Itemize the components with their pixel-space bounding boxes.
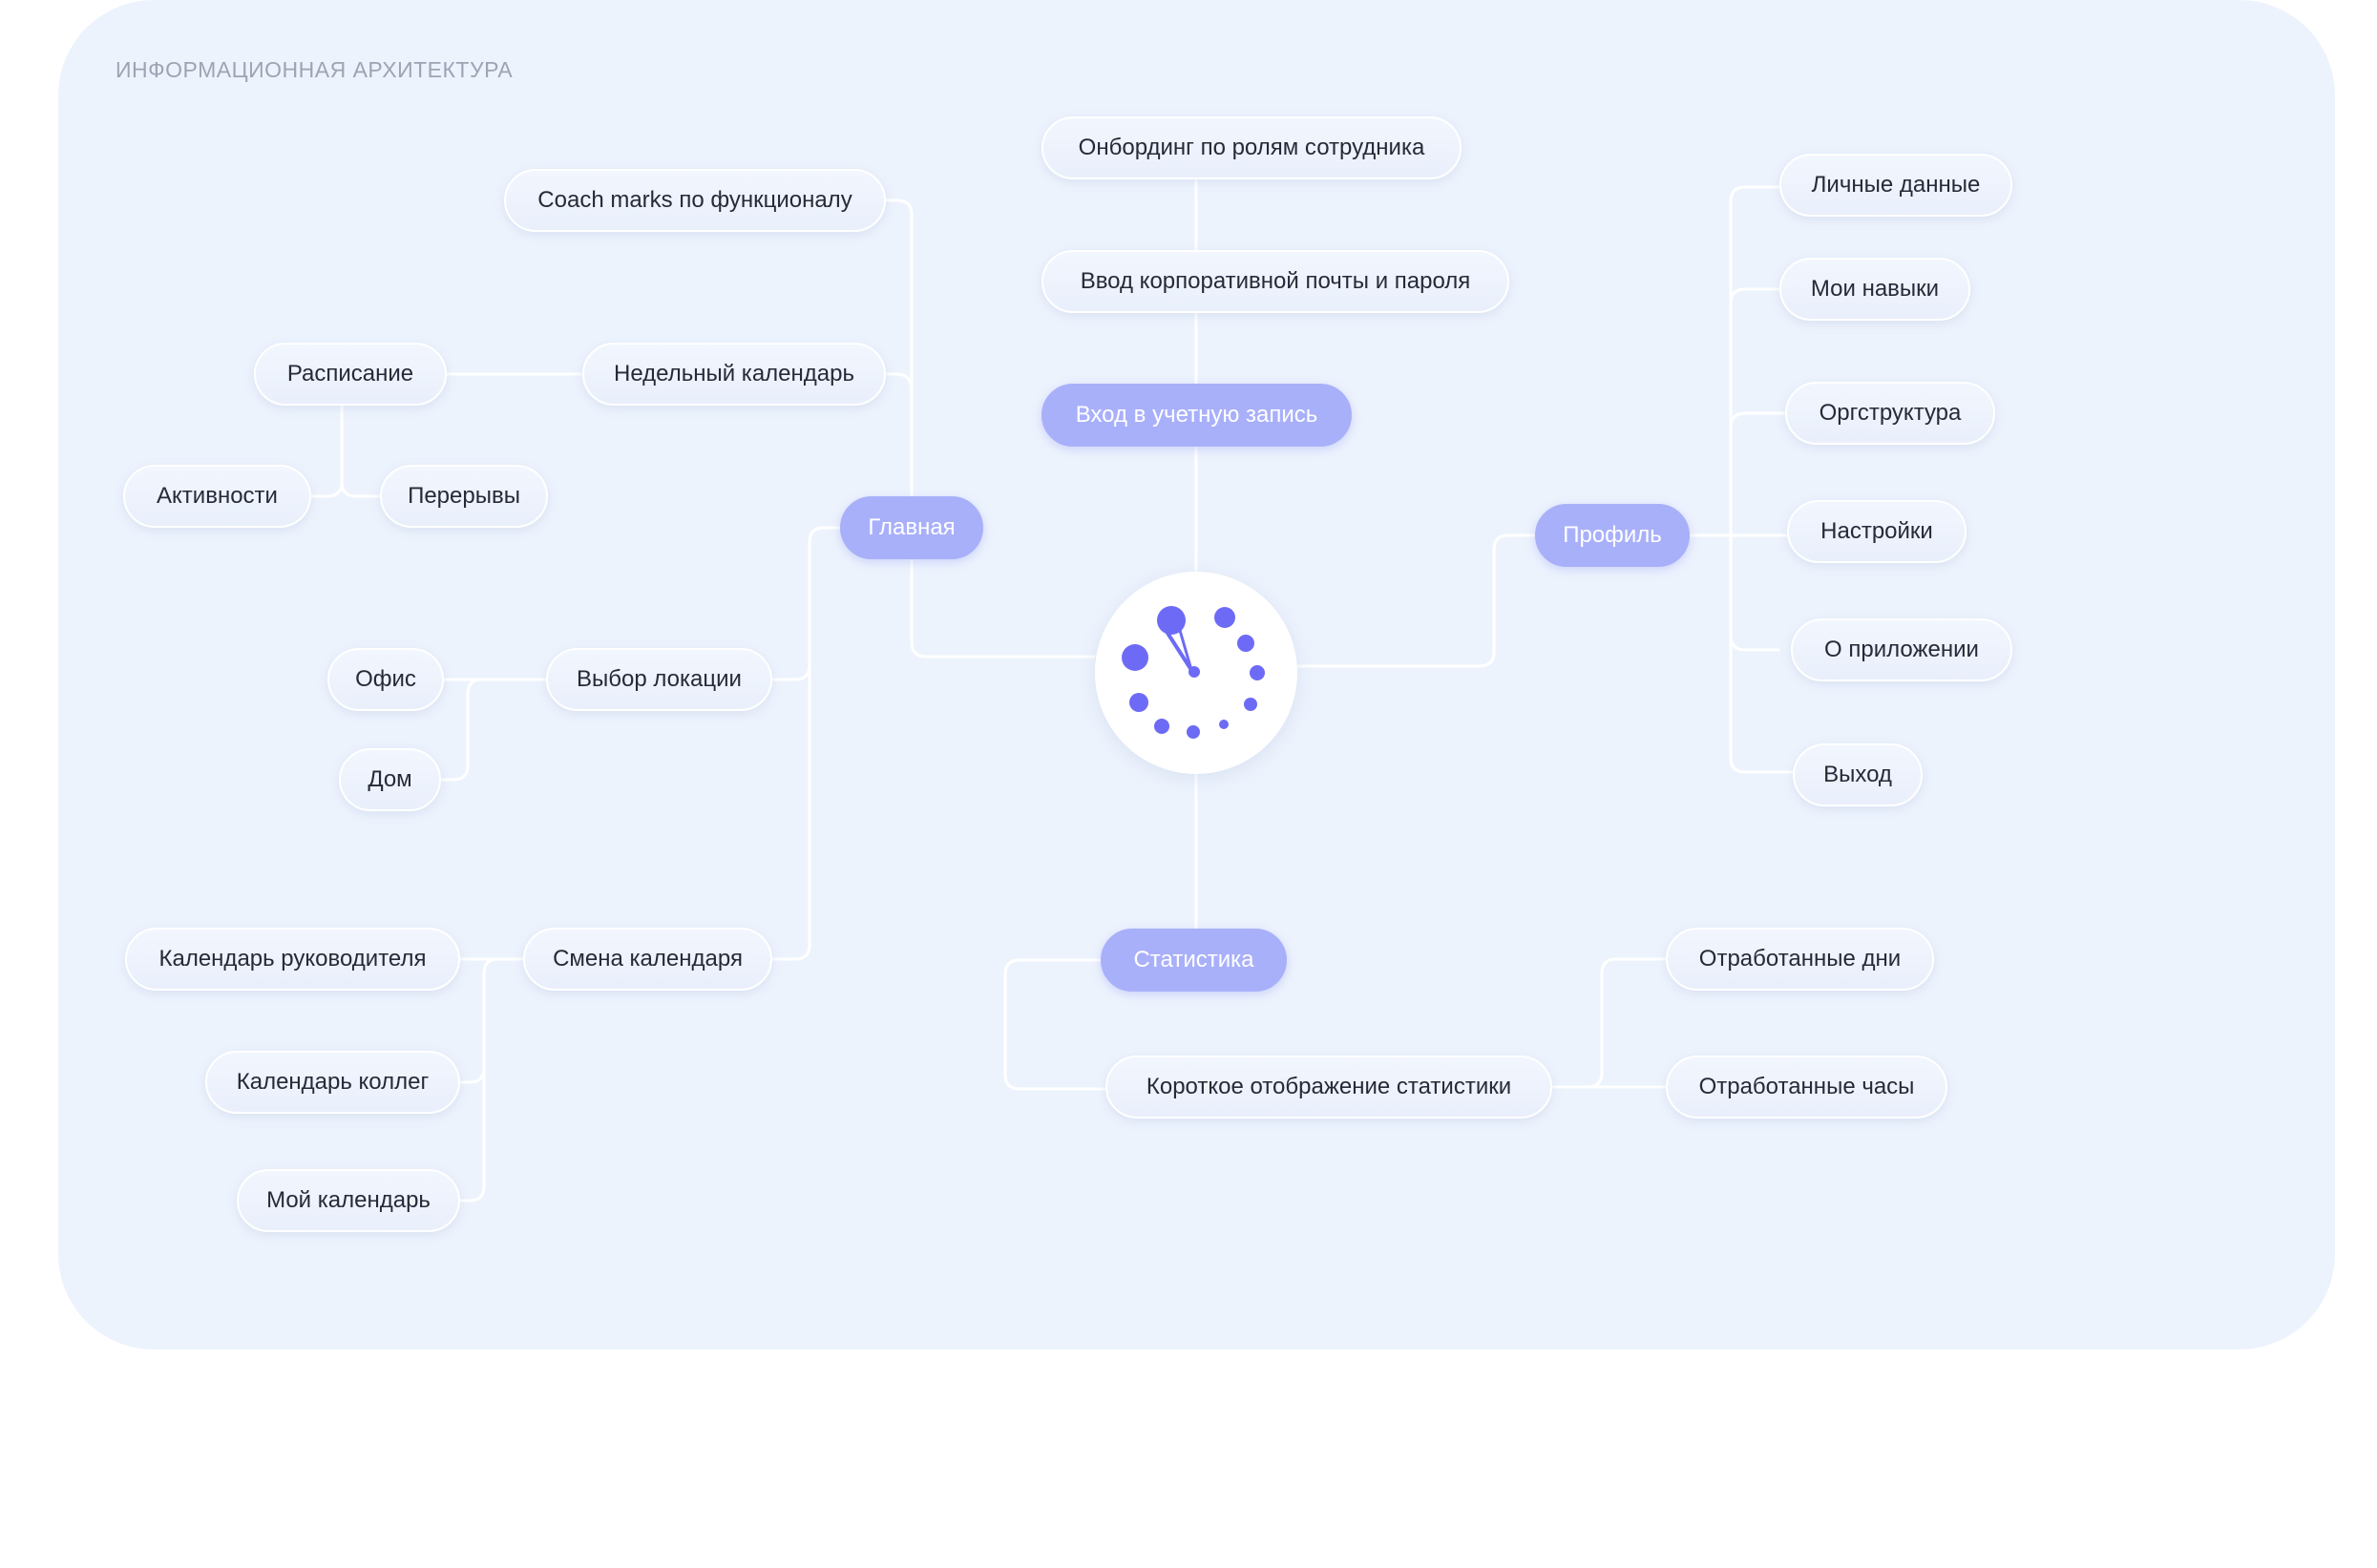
link-home-coach	[886, 199, 914, 496]
link-calswitch-colleagues	[460, 1067, 486, 1084]
node-email-password: Ввод корпоративной почты и пароля	[1041, 250, 1509, 313]
node-location: Выбор локации	[546, 648, 772, 711]
node-activities: Активности	[123, 465, 311, 528]
node-breaks: Перерывы	[380, 465, 548, 528]
node-my-skills: Мои навыки	[1779, 258, 1970, 321]
link-profile-skills	[1729, 287, 1779, 304]
node-weekly-calendar: Недельный календарь	[582, 343, 886, 406]
link-profile-spine	[1729, 185, 1779, 535]
node-worked-days: Отработанные дни	[1666, 928, 1934, 991]
node-about-app: О приложении	[1791, 618, 2012, 681]
node-org-structure: Оргструктура	[1785, 382, 1995, 445]
link-short-days	[1552, 957, 1666, 1089]
node-coach-marks: Coach marks по функционалу	[504, 169, 886, 232]
link-calswitch-spine	[460, 957, 499, 1202]
node-calendar-switch: Смена календаря	[523, 928, 772, 991]
node-colleagues-calendar: Календарь коллег	[205, 1051, 460, 1114]
node-statistics: Статистика	[1101, 929, 1287, 992]
link-profile-org	[1729, 411, 1785, 429]
node-manager-calendar: Календарь руководителя	[125, 928, 460, 991]
link-home-location	[772, 526, 840, 961]
node-home: Главная	[840, 496, 983, 559]
node-short-statistics: Короткое отображение статистики	[1105, 1056, 1552, 1119]
node-worked-hours: Отработанные часы	[1666, 1056, 1947, 1119]
node-settings: Настройки	[1787, 500, 1967, 563]
node-login: Вход в учетную запись	[1041, 384, 1352, 447]
link-location-house	[441, 678, 483, 782]
center-logo-hub	[1095, 572, 1297, 774]
link-spine-location	[772, 664, 811, 681]
node-personal-data: Личные данные	[1779, 154, 2012, 217]
link-profile-about	[1729, 635, 1779, 652]
board-title: ИНФОРМАЦИОННАЯ АРХИТЕКТУРА	[116, 57, 514, 82]
link-schedule-children	[311, 406, 344, 498]
link-center-home	[910, 559, 1095, 659]
node-my-calendar: Мой календарь	[237, 1169, 460, 1232]
link-profile-lower	[1729, 535, 1793, 774]
link-stats-short	[1003, 958, 1105, 1091]
node-house: Дом	[339, 748, 441, 811]
link-center-profile	[1297, 533, 1535, 668]
link-profile-spine-bottom	[1729, 757, 1746, 774]
node-profile: Профиль	[1535, 504, 1690, 567]
link-home-weekly	[886, 372, 914, 392]
node-schedule: Расписание	[254, 343, 447, 406]
link-schedule-breaks	[340, 481, 380, 498]
node-onboarding: Онбординг по ролям сотрудника	[1041, 116, 1462, 179]
node-logout: Выход	[1793, 743, 1923, 806]
node-office: Офис	[327, 648, 444, 711]
clock-logo-icon	[1122, 606, 1265, 739]
